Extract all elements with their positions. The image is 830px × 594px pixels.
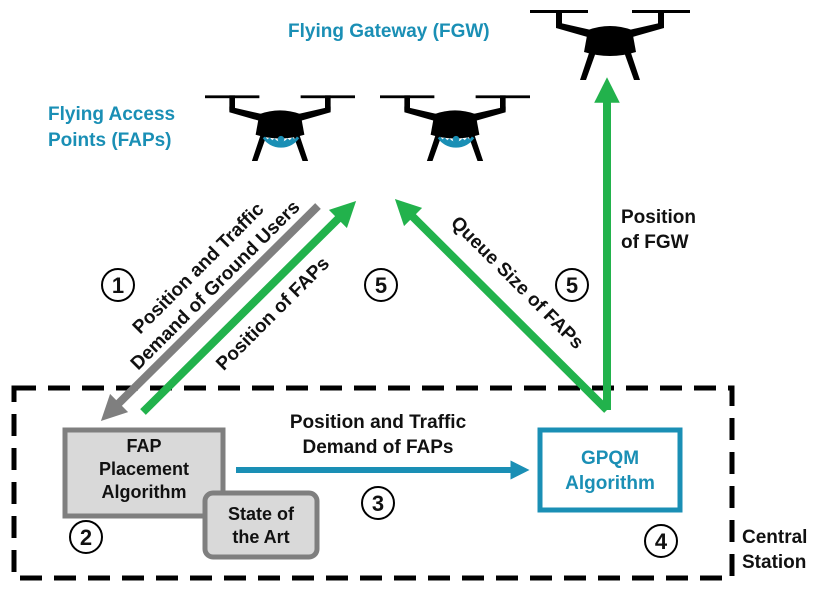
gpqm-line1: GPQM <box>581 448 639 469</box>
fap-placement-line2: Placement <box>99 459 189 479</box>
fgw-title: Flying Gateway (FGW) <box>288 21 490 42</box>
gpqm-box: GPQM Algorithm <box>537 427 683 513</box>
arrow-traffic-users <box>100 203 321 422</box>
central-station-line2: Station <box>742 552 806 573</box>
svg-text:5: 5 <box>375 273 387 298</box>
arrow-queue-size <box>394 198 610 413</box>
step-4-badge: 4 <box>644 524 678 558</box>
svg-text:4: 4 <box>655 529 668 554</box>
svg-text:2: 2 <box>80 525 92 550</box>
state-of-art-line1: State of <box>228 504 295 524</box>
fap-placement-line3: Algorithm <box>102 482 187 502</box>
state-of-art-box: State of the Art <box>202 490 320 560</box>
svg-text:3: 3 <box>372 491 384 516</box>
fap-placement-box: FAP Placement Algorithm <box>62 427 226 519</box>
step-5-badge: 5 <box>364 268 398 302</box>
step-1-badge: 1 <box>101 268 135 302</box>
arrow-position-faps <box>140 200 357 415</box>
fgw-drone-icon <box>530 10 690 80</box>
label-traffic-faps-line2: Demand of FAPs <box>303 437 454 458</box>
label-traffic-users-line1: Position and Traffic <box>129 199 269 339</box>
label-position-fgw-line2: of FGW <box>621 232 689 253</box>
central-station-frame <box>11 385 735 581</box>
svg-text:1: 1 <box>112 273 124 298</box>
fap-drone-icon <box>205 95 355 161</box>
state-of-art-line2: the Art <box>232 527 289 547</box>
central-station-line1: Central <box>742 527 807 548</box>
label-traffic-users-line2: Demand of Ground Users <box>127 197 305 375</box>
fap-placement-line1: FAP <box>126 436 161 456</box>
fap-drone-icon <box>380 95 530 161</box>
label-traffic-faps-line1: Position and Traffic <box>290 412 467 433</box>
gpqm-line2: Algorithm <box>565 473 655 494</box>
faps-title-line1: Flying Access <box>48 104 175 125</box>
svg-text:5: 5 <box>566 273 578 298</box>
step-2-badge: 2 <box>69 520 103 554</box>
faps-title-line2: Points (FAPs) <box>48 130 172 151</box>
step-3-badge: 3 <box>361 486 395 520</box>
label-position-fgw-line1: Position <box>621 207 696 228</box>
step-5-badge: 5 <box>555 268 589 302</box>
